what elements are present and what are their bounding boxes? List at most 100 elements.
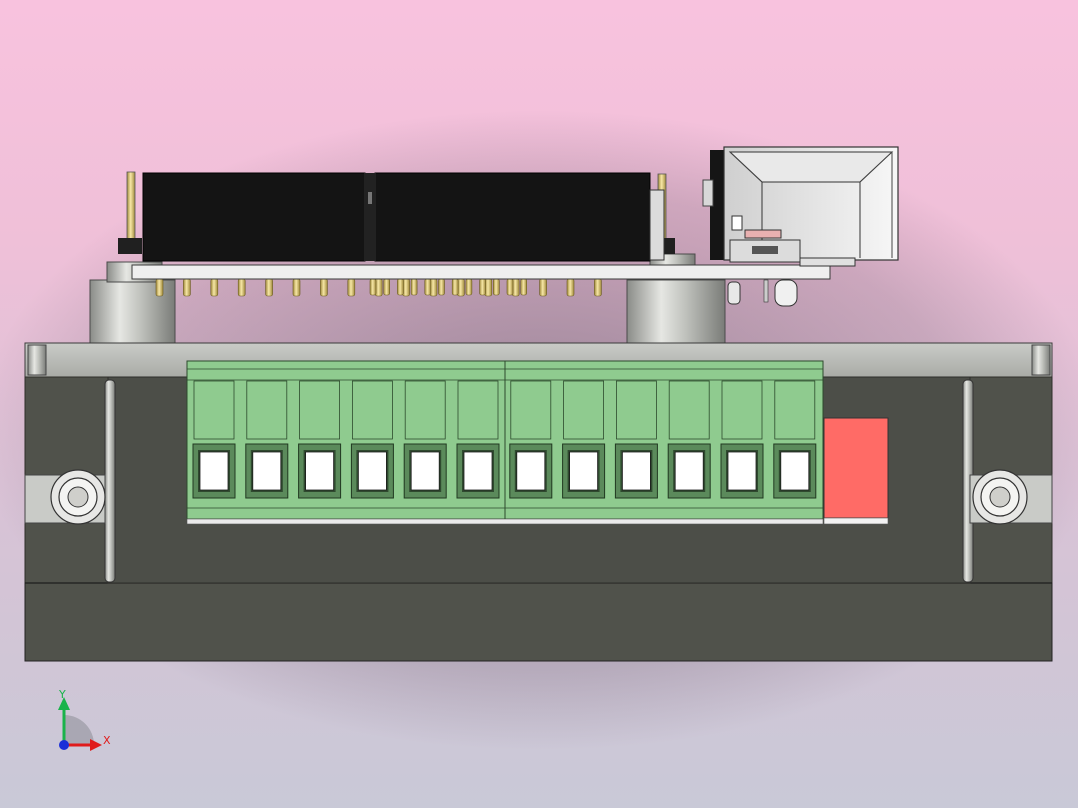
header-pin	[369, 278, 377, 296]
indicator-base	[823, 517, 889, 525]
wire-entry	[457, 380, 499, 440]
wire-entry	[563, 380, 604, 440]
indicator-red	[823, 417, 889, 519]
terminal-position[interactable]	[403, 380, 447, 499]
header-pin	[265, 278, 273, 297]
y-axis-label: Y	[58, 688, 66, 701]
wire-entry	[616, 380, 657, 440]
bolt-right	[972, 469, 1028, 525]
header-pin	[292, 278, 301, 297]
wire-entry	[668, 380, 710, 440]
header-pin	[451, 278, 459, 296]
header-pin	[347, 278, 356, 297]
tall-pin-left	[126, 171, 136, 243]
usb-lead-3	[763, 279, 769, 303]
pcb-board	[131, 264, 831, 280]
header-pin	[465, 278, 473, 296]
screw-slot	[410, 451, 440, 491]
screw-slot	[674, 451, 704, 491]
terminal-position[interactable]	[298, 380, 342, 499]
screw-slot	[622, 451, 651, 491]
coordinate-triad: Y X	[58, 688, 111, 751]
header-pin	[479, 278, 486, 296]
header-pin	[492, 278, 500, 296]
wire-entry	[246, 380, 288, 440]
screw-slot	[727, 451, 757, 491]
terminal-position[interactable]	[614, 380, 658, 499]
header-pin	[397, 278, 404, 296]
enclosure-body-lower	[24, 582, 1053, 662]
terminal-position[interactable]	[562, 380, 606, 499]
wire-entry	[510, 380, 552, 440]
terminal-position[interactable]	[192, 380, 236, 499]
terminal-block-base	[186, 518, 824, 525]
pcb-assembly[interactable]	[89, 146, 899, 345]
header-pins-bottom	[155, 278, 602, 297]
header-pin	[539, 278, 547, 297]
header-pin	[566, 278, 575, 297]
usb-foot	[799, 257, 856, 267]
x-axis-arrow	[90, 739, 102, 751]
y-axis-arrow	[58, 697, 70, 710]
screw-slot	[305, 451, 335, 491]
header-pin	[155, 278, 164, 297]
terminal-position[interactable]	[509, 380, 553, 499]
header-key-notch	[368, 192, 372, 204]
usb-lead-2	[774, 279, 798, 307]
header-pin	[424, 278, 432, 296]
header-pin	[520, 278, 528, 296]
pin-base-left	[118, 238, 142, 254]
terminal-positions[interactable]	[192, 380, 817, 499]
header-pin	[237, 278, 246, 297]
screw-slot	[252, 451, 282, 491]
header-pin	[383, 278, 391, 296]
usb-base-dark	[752, 246, 778, 254]
usb-connector[interactable]	[702, 146, 899, 307]
header-pin	[183, 278, 191, 297]
top-plate-cap-right	[1031, 344, 1051, 376]
recess-post-left	[104, 379, 116, 583]
wire-entry	[404, 380, 446, 440]
standoff-right	[626, 279, 726, 345]
terminal-position[interactable]	[667, 380, 711, 499]
usb-inner-frame-3	[729, 151, 893, 258]
terminal-position[interactable]	[720, 380, 764, 499]
wire-entry	[774, 380, 816, 440]
header-pin	[320, 278, 328, 297]
indicator	[823, 417, 889, 525]
header-pin	[410, 278, 418, 296]
header-connector-right	[374, 172, 651, 262]
usb-latch	[744, 229, 782, 239]
screw-slot	[569, 451, 598, 491]
top-plate-cap-left	[27, 344, 47, 376]
bolt-left	[50, 469, 106, 525]
terminal-position[interactable]	[456, 380, 500, 499]
screw-slot	[199, 451, 229, 491]
terminal-block[interactable]	[186, 360, 824, 525]
wire-entry	[351, 380, 393, 440]
header-key	[364, 173, 376, 261]
x-axis-label: X	[103, 734, 111, 747]
screw-slot	[357, 451, 387, 491]
terminal-position[interactable]	[245, 380, 289, 499]
header-right-edge	[649, 189, 665, 261]
header-pin	[594, 278, 602, 297]
header-pin	[506, 278, 514, 296]
screw-slot	[780, 451, 810, 491]
usb-side-clip	[702, 179, 714, 207]
triad-arc	[64, 715, 94, 745]
screw-slot	[516, 451, 546, 491]
usb-window	[731, 215, 743, 231]
header-pin	[210, 278, 219, 297]
wire-entry	[299, 380, 341, 440]
terminal-position[interactable]	[350, 380, 394, 499]
terminal-position[interactable]	[773, 380, 817, 499]
usb-lead-1	[727, 281, 741, 305]
screw-slot	[463, 451, 493, 491]
wire-entry	[193, 380, 235, 440]
wire-entry	[721, 380, 763, 440]
header-connector-left	[142, 172, 366, 262]
header-pin	[438, 278, 445, 296]
z-axis-dot	[59, 740, 69, 750]
